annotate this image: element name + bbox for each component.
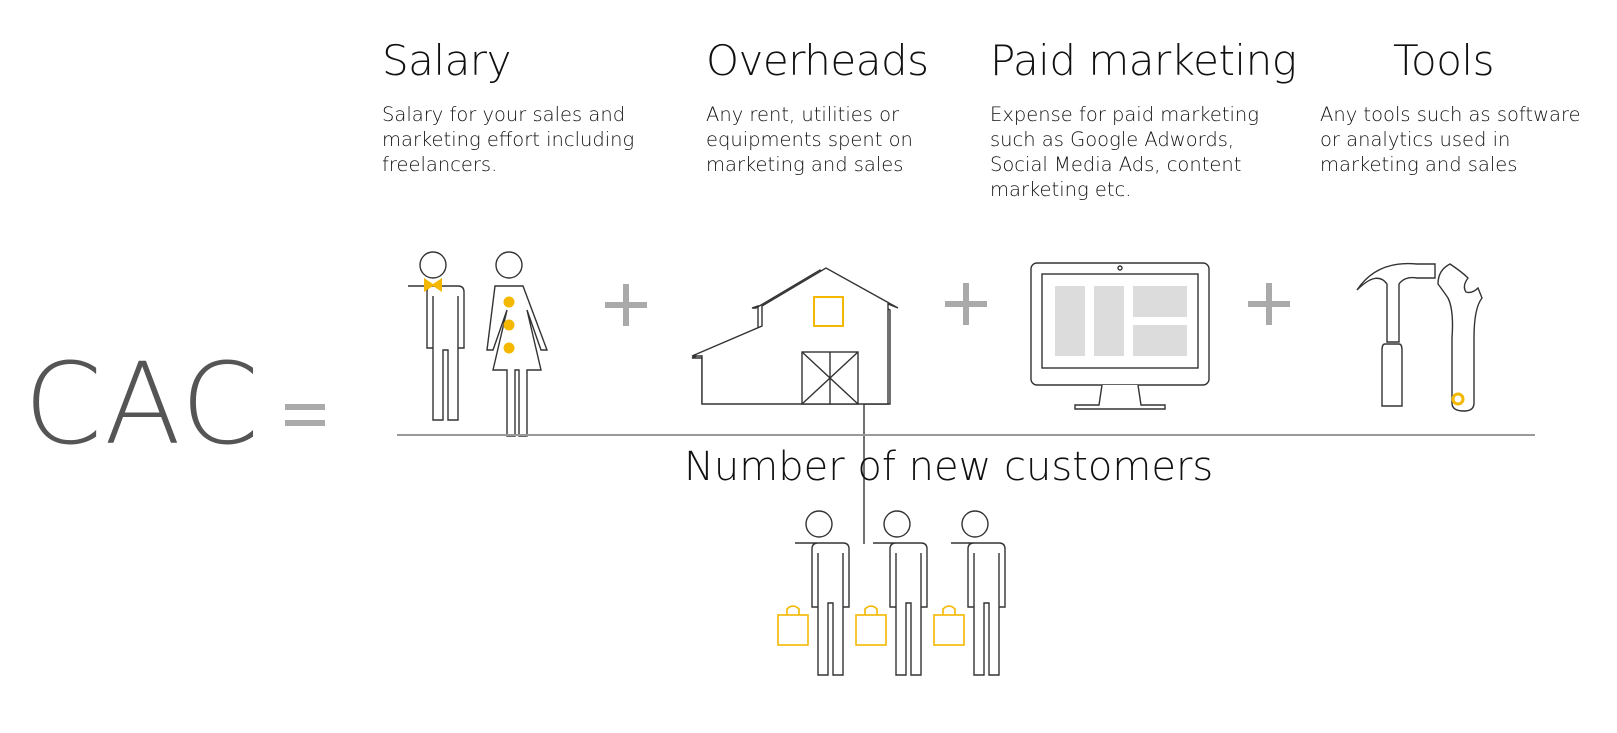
- plus-icon: [945, 283, 987, 325]
- salary-description: Salary for your sales and marketing effo…: [382, 103, 635, 176]
- tools-icon: [1356, 262, 1483, 412]
- overheads-description: Any rent, utilities or equipments spent …: [706, 103, 913, 176]
- plus-icon: [605, 284, 647, 326]
- paid-marketing-title: Paid marketing: [990, 36, 1297, 85]
- paid-marketing-description: Expense for paid marketing such as Googl…: [990, 103, 1259, 201]
- barn-icon: [691, 267, 899, 544]
- fraction-line: [397, 434, 1535, 436]
- tools-title: Tools: [1393, 36, 1494, 85]
- overheads-title: Overheads: [706, 36, 929, 85]
- monitor-icon: [1030, 262, 1210, 410]
- tools-description: Any tools such as software or analytics …: [1320, 103, 1581, 176]
- customers-icon: [777, 510, 1006, 676]
- equals-icon: [285, 404, 325, 436]
- denominator-label: Number of new customers: [684, 444, 1214, 490]
- cac-label: CAC: [24, 340, 262, 470]
- people-icon: [408, 251, 549, 437]
- salary-title: Salary: [382, 36, 511, 85]
- plus-icon: [1248, 283, 1290, 325]
